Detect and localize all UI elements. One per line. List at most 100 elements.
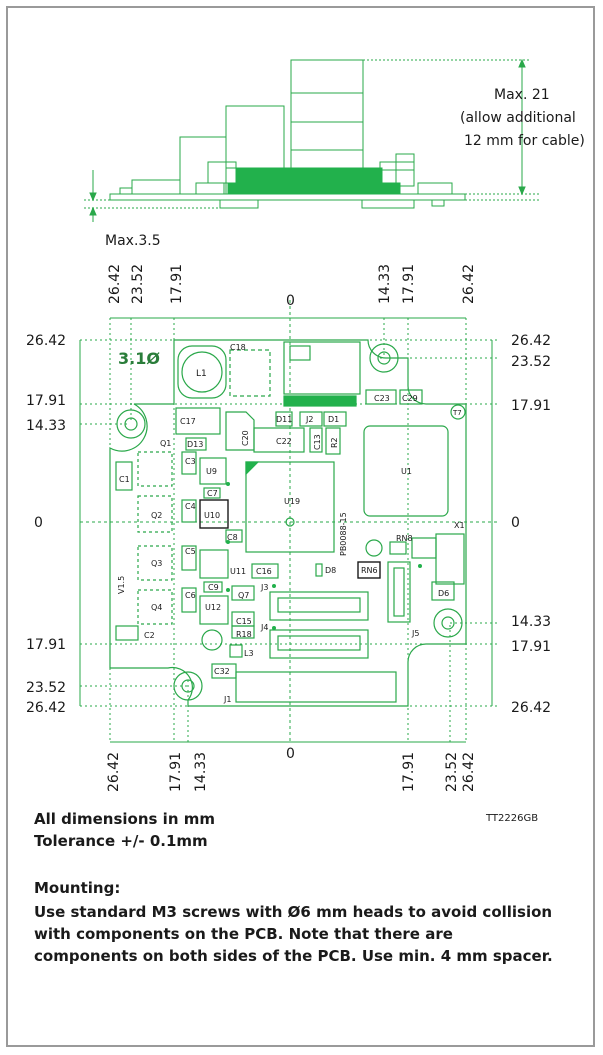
bottom-height-label: Max.3.5 [105,233,161,249]
svg-text:Q2: Q2 [151,511,162,520]
svg-text:U11: U11 [230,567,246,576]
dims-top: 26.42 23.52 17.91 0 14.33 17.91 26.42 [107,264,477,309]
dims-right: 26.42 23.52 17.91 0 14.33 17.91 26.42 [511,333,551,716]
svg-text:26.42: 26.42 [107,264,123,304]
side-block-left [179,136,227,195]
svg-text:C32: C32 [214,667,230,676]
svg-text:17.91: 17.91 [168,752,184,792]
side-inductor [225,105,285,169]
svg-text:26.42: 26.42 [106,752,122,792]
svg-text:C22: C22 [276,437,292,446]
svg-text:Q7: Q7 [238,591,249,600]
tolerance-note: Tolerance +/- 0.1mm [34,832,208,850]
svg-text:23.52: 23.52 [26,680,66,696]
svg-text:C29: C29 [402,394,418,403]
chip-u1 [363,425,449,517]
svg-text:C2: C2 [144,631,155,640]
height-label-2: (allow additional [460,110,576,126]
side-small-block [207,161,237,184]
svg-text:26.42: 26.42 [26,700,66,716]
svg-text:U12: U12 [205,603,221,612]
svg-text:14.33: 14.33 [26,418,66,434]
svg-text:L3: L3 [244,649,254,658]
svg-text:Q1: Q1 [160,439,171,448]
svg-text:V1.5: V1.5 [117,576,126,594]
svg-text:PB0088-15: PB0088-15 [339,512,348,556]
pcb-top-view [109,339,467,707]
svg-text:26.42: 26.42 [461,264,477,304]
dims-bottom: 26.42 17.91 14.33 0 17.91 23.52 26.42 [106,746,477,792]
document-id: TT2226GB [486,813,539,824]
svg-text:C17: C17 [180,417,196,426]
connector-j4 [269,629,369,659]
side-pcb [109,193,466,201]
svg-text:C20: C20 [241,430,250,446]
svg-text:C6: C6 [185,591,196,600]
svg-text:C4: C4 [185,502,196,511]
svg-text:C16: C16 [256,567,272,576]
svg-text:17.91: 17.91 [401,752,417,792]
side-view [84,58,540,222]
chip-u19 [245,461,335,553]
svg-text:C9: C9 [208,583,219,592]
svg-text:0: 0 [511,515,520,531]
svg-text:C5: C5 [185,547,196,556]
svg-text:D11: D11 [276,415,292,424]
component-labels: C18 L1 C23 C29 T7 C17 D11 J2 D1 C20 C22 … [117,343,465,704]
svg-text:17.91: 17.91 [511,639,551,655]
svg-text:14.33: 14.33 [377,264,393,304]
svg-text:J4: J4 [260,623,268,632]
dimension-note: All dimensions in mm [34,810,215,828]
svg-text:T7: T7 [452,409,462,417]
mounting-title: Mounting: [34,879,121,897]
svg-text:23.52: 23.52 [444,752,460,792]
svg-text:R18: R18 [236,630,252,639]
svg-text:26.42: 26.42 [26,333,66,349]
svg-text:C3: C3 [185,457,196,466]
svg-text:C15: C15 [236,617,252,626]
svg-text:C1: C1 [119,475,130,484]
connector-j3 [269,591,369,621]
svg-text:RN6: RN6 [361,566,378,575]
svg-text:C7: C7 [207,489,218,498]
hole-diameter-label: 3.1Ø [118,349,160,368]
dims-left: 26.42 17.91 14.33 0 17.91 23.52 26.42 [26,333,66,716]
svg-text:RN8: RN8 [396,534,413,543]
svg-text:U19: U19 [284,497,300,506]
connector-j1 [235,671,397,703]
svg-text:L1: L1 [196,369,207,379]
mounting-line-3: components on both sides of the PCB. Use… [34,947,553,965]
figure-frame [6,6,595,1047]
mounting-hole-bottom-left [173,671,203,701]
svg-text:C23: C23 [374,394,390,403]
svg-text:17.91: 17.91 [26,393,66,409]
svg-text:14.33: 14.33 [511,614,551,630]
svg-text:0: 0 [286,746,295,762]
svg-text:26.42: 26.42 [511,700,551,716]
side-view-labels: Max. 21 (allow additional 12 mm for cabl… [105,87,585,249]
svg-text:D1: D1 [328,415,339,424]
svg-text:C18: C18 [230,343,246,352]
svg-text:26.42: 26.42 [461,752,477,792]
svg-text:J2: J2 [305,415,313,424]
svg-text:J3: J3 [260,583,268,592]
svg-text:D6: D6 [438,589,449,598]
svg-text:17.91: 17.91 [401,264,417,304]
svg-text:17.91: 17.91 [26,637,66,653]
svg-text:C8: C8 [227,533,238,542]
mounting-hole-left [116,409,146,439]
svg-text:D8: D8 [325,566,336,575]
svg-text:J5: J5 [411,629,419,638]
mounting-line-1: Use standard M3 screws with Ø6 mm heads … [34,903,553,921]
svg-text:23.52: 23.52 [130,264,146,304]
svg-text:U1: U1 [401,467,412,476]
svg-text:X1: X1 [454,521,465,530]
svg-text:R2: R2 [330,437,339,448]
connector-j2 [283,341,361,395]
mounting-hole-right [433,608,463,638]
svg-text:J1: J1 [223,695,231,704]
svg-text:26.42: 26.42 [511,333,551,349]
height-label-3: 12 mm for cable) [464,133,585,149]
mounting-line-2: with components on the PCB. Note that th… [34,925,453,943]
